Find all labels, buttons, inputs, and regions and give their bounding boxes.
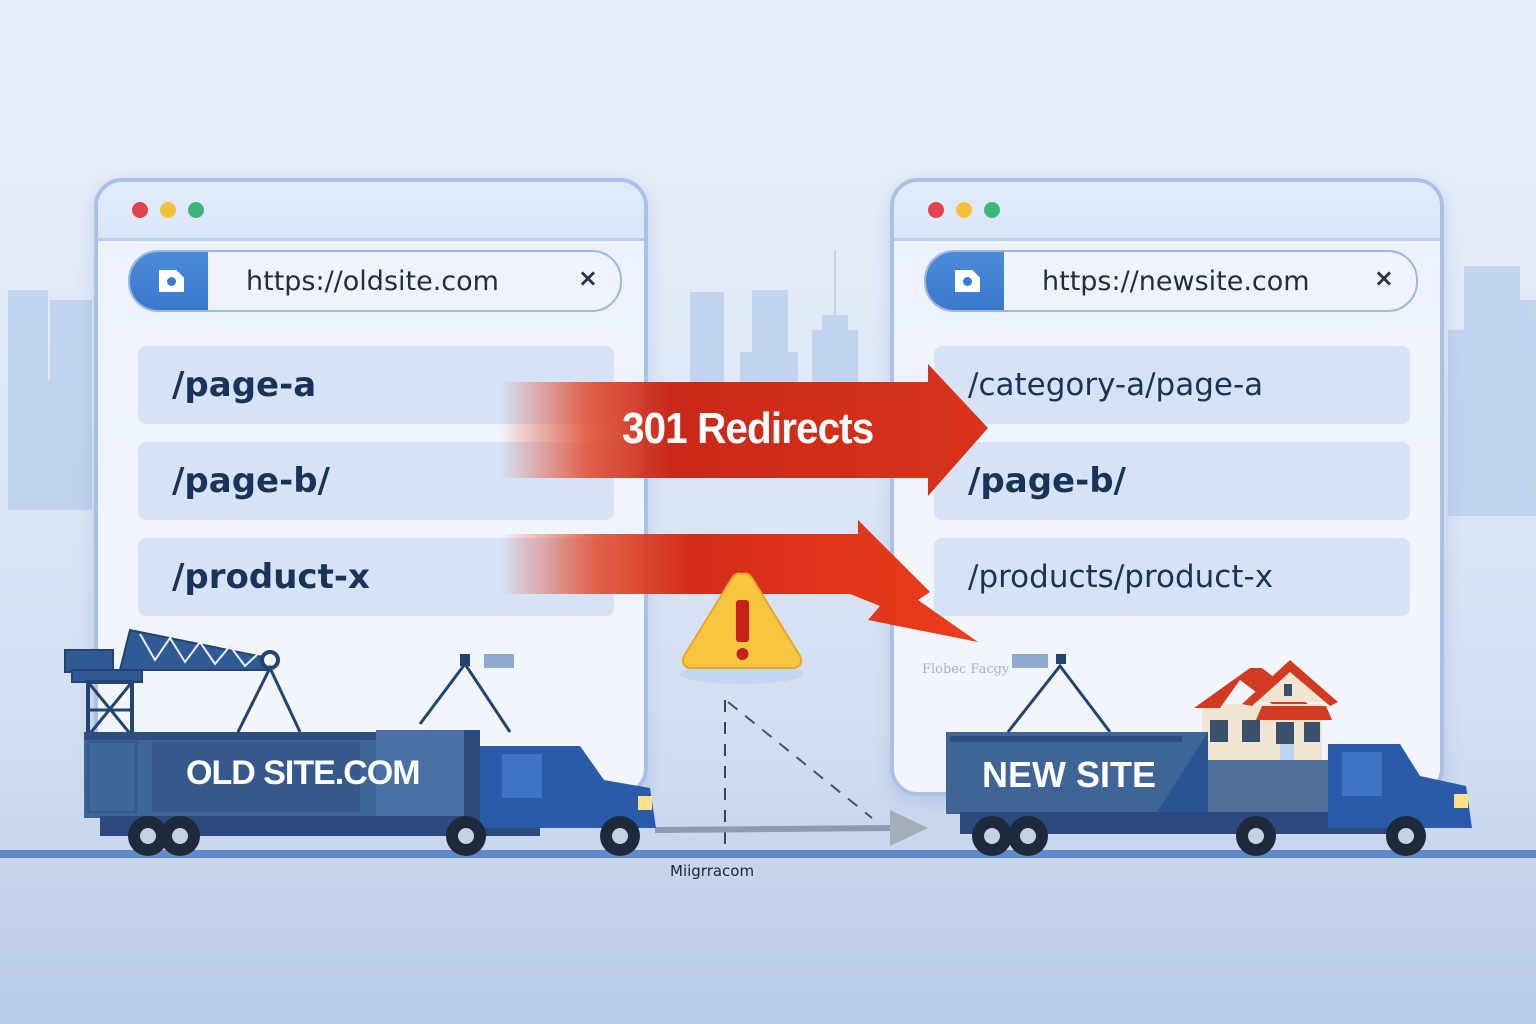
- old-truck-label: OLD SITE.COM: [186, 754, 421, 792]
- close-window-dot[interactable]: [928, 202, 944, 218]
- redirect-arrow-upper: [500, 364, 988, 496]
- old-site-url[interactable]: https://oldsite.com: [246, 266, 499, 297]
- page-icon: [130, 252, 208, 310]
- new-site-browser-window: https://newsite.com × /category-a/page-a…: [890, 178, 1444, 796]
- clear-url-icon[interactable]: ×: [577, 264, 598, 292]
- clear-url-icon[interactable]: ×: [1373, 264, 1394, 292]
- migration-caption: Miigrracom: [670, 862, 755, 880]
- house-icon: [1194, 660, 1338, 764]
- minimize-window-dot[interactable]: [956, 202, 972, 218]
- new-url-list: /category-a/page-a /page-b/ /products/pr…: [934, 346, 1410, 634]
- faint-text: Flobec Facgy: [922, 662, 1010, 677]
- minimize-window-dot[interactable]: [160, 202, 176, 218]
- maximize-window-dot[interactable]: [188, 202, 204, 218]
- new-site-url[interactable]: https://newsite.com: [1042, 266, 1310, 297]
- road-line: [0, 850, 1536, 858]
- maximize-window-dot[interactable]: [984, 202, 1000, 218]
- new-url-row: /category-a/page-a: [934, 346, 1410, 424]
- new-url-row: /page-b/: [934, 442, 1410, 520]
- redirect-arrow-label: 301 Redirects: [622, 404, 874, 453]
- old-site-truck: [64, 628, 656, 856]
- old-site-address-bar[interactable]: https://oldsite.com ×: [128, 250, 622, 312]
- new-site-address-bar[interactable]: https://newsite.com ×: [924, 250, 1418, 312]
- old-site-browser-window: https://oldsite.com × /page-a /page-b/ /…: [94, 178, 648, 796]
- browser-titlebar: [98, 182, 644, 241]
- page-icon: [926, 252, 1004, 310]
- warning-triangle-icon: [680, 572, 804, 684]
- new-truck-label: NEW SITE: [982, 754, 1157, 795]
- browser-titlebar: [894, 182, 1440, 241]
- close-window-dot[interactable]: [132, 202, 148, 218]
- new-site-truck: [946, 654, 1472, 856]
- new-url-row: /products/product-x: [934, 538, 1410, 616]
